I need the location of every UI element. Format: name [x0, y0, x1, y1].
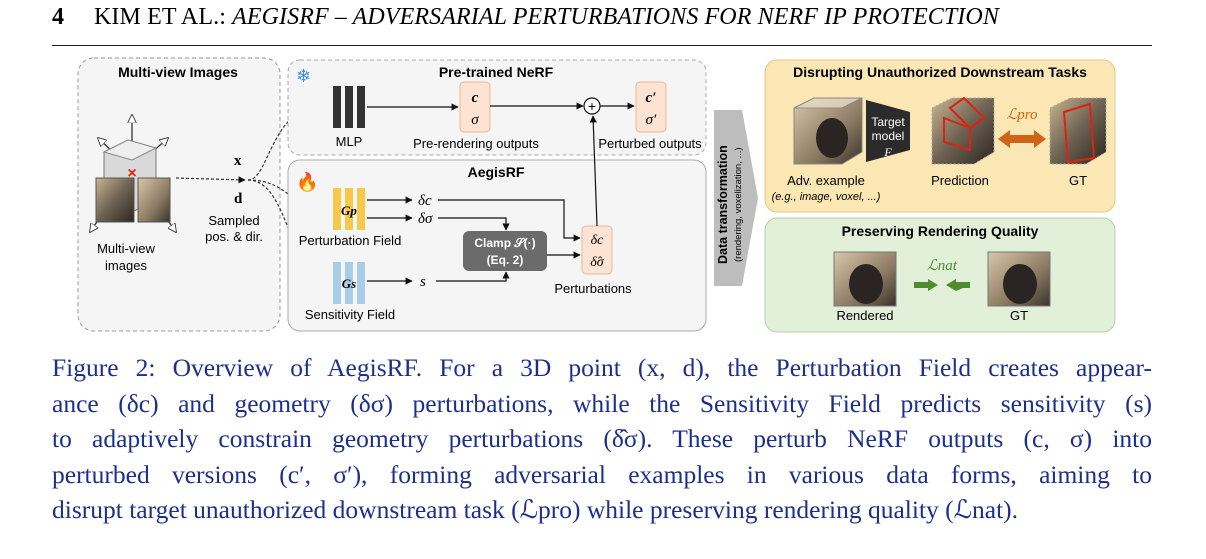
loss-nat-label: ℒnat [927, 258, 958, 274]
multiview-title: Multi-view Images [118, 64, 238, 80]
sensitivity-field-label: Sensitivity Field [305, 307, 395, 322]
gs-label: Gs [342, 276, 356, 291]
preserving-panel: Preserving Rendering Quality Rendered ℒn… [765, 218, 1115, 332]
figure-2-diagram: Multi-view Images × Multi-view images x … [0, 0, 1206, 345]
clamp-label: Clamp 𝒮(·) [474, 236, 535, 250]
multiview-panel: Multi-view Images × Multi-view images x … [78, 58, 280, 331]
mlp-block [333, 86, 365, 128]
loss-pro-label: ℒpro [1006, 107, 1038, 123]
adv-example-image [794, 98, 862, 164]
preserving-title: Preserving Rendering Quality [842, 223, 1039, 239]
data-transformation-title: Data transformation [716, 145, 730, 264]
clamp-eq-label: (Eq. 2) [487, 253, 524, 267]
figure-caption: Figure 2: Overview of AegisRF. For a 3D … [52, 350, 1152, 528]
target-model-label-2: model [872, 129, 905, 143]
disrupting-title: Disrupting Unauthorized Downstream Tasks [793, 64, 1087, 80]
flame-icon: 🔥 [296, 171, 318, 192]
rendered-image [834, 252, 896, 306]
perturbations-label: Perturbations [554, 281, 632, 296]
sigma-symbol: σ [471, 112, 479, 128]
perturbed-outputs-label: Perturbed outputs [598, 136, 702, 151]
data-transformation-arrow: Data transformation (rendering, voxeliza… [714, 110, 758, 286]
gp-label: Gp [341, 203, 357, 218]
adv-example-sub-label: (e.g., image, voxel, ...) [772, 191, 881, 203]
gt-image-preserve [988, 252, 1050, 306]
disrupting-panel: Disrupting Unauthorized Downstream Tasks… [765, 60, 1115, 212]
d-symbol: d [234, 191, 243, 207]
delta-c-symbol: δc [418, 193, 432, 209]
caption-line: to adaptively constrain geometry perturb… [52, 421, 1152, 457]
nerf-title: Pre-trained NeRF [439, 64, 554, 80]
perturbation-sigma-symbol: δ̂σ [590, 255, 605, 270]
multiview-images-label: Multi-view [97, 241, 155, 256]
rendered-label: Rendered [836, 308, 893, 323]
perturbation-field-label: Perturbation Field [299, 233, 402, 248]
s-symbol: s [420, 274, 426, 290]
add-operator-symbol: + [588, 98, 596, 114]
pre-rendering-outputs-label: Pre-rendering outputs [413, 136, 539, 151]
nerf-panel: ❄ Pre-trained NeRF MLP c σ Pre-rendering… [288, 60, 706, 155]
sigma-prime-symbol: σ′ [646, 112, 657, 128]
caption-line: ance (δc) and geometry (δσ) perturbation… [52, 386, 1152, 422]
gt-label-disrupt: GT [1069, 173, 1087, 188]
prediction-label: Prediction [931, 173, 989, 188]
delta-sigma-symbol: δσ [418, 211, 433, 227]
prediction-image [932, 98, 994, 164]
aegisrf-title: AegisRF [468, 164, 525, 180]
snowflake-icon: ❄ [296, 66, 311, 86]
svg-text:×: × [127, 165, 136, 182]
caption-line: disrupt target unauthorized downstream t… [52, 492, 1152, 528]
mlp-label: MLP [336, 134, 363, 149]
c-symbol: c [472, 90, 479, 106]
gt-label-preserve: GT [1010, 308, 1028, 323]
x-symbol: x [234, 153, 242, 169]
caption-line: perturbed versions (c′, σ′), forming adv… [52, 457, 1152, 493]
data-transformation-subtitle: (rendering, voxelization, ...) [733, 147, 744, 262]
c-prime-symbol: c′ [646, 90, 657, 106]
multiview-images-label-2: images [105, 258, 147, 273]
sampled-label-2: pos. & dir. [205, 229, 263, 244]
sampled-label: Sampled [208, 213, 259, 228]
gt-box-image [1050, 98, 1106, 164]
target-model-label: Target [871, 115, 905, 129]
caption-line: Figure 2: Overview of AegisRF. For a 3D … [52, 350, 1152, 386]
perturbation-c-symbol: δc [591, 233, 605, 248]
target-model-symbol: F [883, 145, 892, 159]
adv-example-label: Adv. example [787, 173, 865, 188]
